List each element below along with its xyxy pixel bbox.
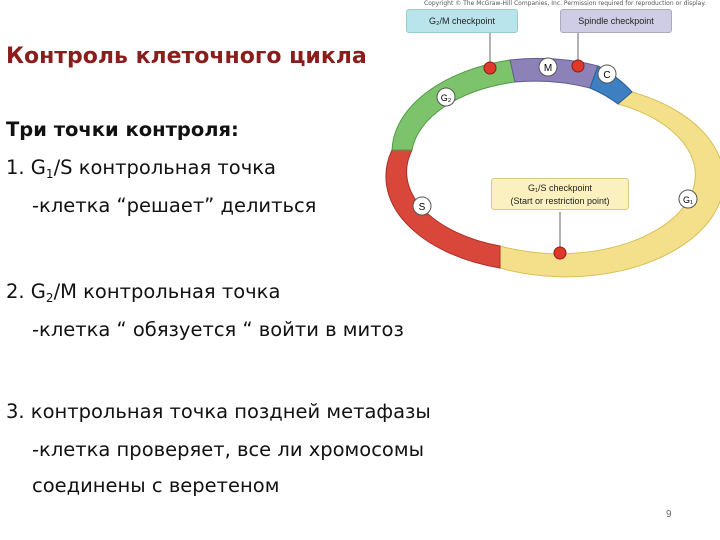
phase-s-badge (412, 196, 432, 216)
phase-m-label: M (544, 63, 552, 74)
phase-g1-label: G₁ (683, 195, 693, 205)
phase-g2-badge (436, 87, 456, 107)
g1s-checkpoint-dot (553, 246, 567, 260)
checkpoint-2-heading: 2. G2/M контрольная точка (6, 280, 280, 305)
checkpoint-2-title: /M контрольная точка (53, 280, 281, 303)
phase-m-badge (538, 57, 558, 77)
g1s-checkpoint-title: G₁/S checkpoint (527, 183, 593, 193)
spindle-checkpoint-dot (571, 59, 585, 73)
g2m-checkpoint-dot (483, 61, 497, 75)
phase-g1-badge (678, 189, 698, 209)
checkpoint-3-description-line1: -клетка проверяет, все ли хромосомы (32, 438, 424, 461)
spindle-checkpoint-label: Spindle checkpoint (560, 9, 672, 33)
phase-g2-label: G₂ (441, 93, 452, 103)
g1s-checkpoint-label: G₁/S checkpoint (Start or restriction po… (491, 178, 629, 210)
slide-title: Контроль клеточного цикла (6, 44, 367, 69)
checkpoint-2-description: -клетка “ обязуется “ войти в митоз (32, 318, 404, 341)
checkpoint-1-heading: 1. G1/S контрольная точка (6, 156, 276, 181)
checkpoint-2-prefix: 2. G (6, 280, 46, 303)
page-number: 9 (666, 509, 672, 520)
checkpoint-3-description-line2: соединены с веретеном (32, 474, 280, 497)
copyright-notice: Copyright © The McGraw-Hill Companies, I… (424, 0, 706, 7)
checkpoint-3-heading: 3. контрольная точка поздней метафазы (6, 400, 431, 423)
checkpoint-1-prefix: 1. G (6, 156, 46, 179)
checkpoint-1-subscript: 1 (45, 167, 54, 181)
phase-s-label: S (419, 202, 426, 213)
s-phase-arc (385, 149, 501, 269)
checkpoint-1-title: /S контрольная точка (53, 156, 276, 179)
checkpoint-2-subscript: 2 (45, 291, 54, 305)
g2-phase-arc (391, 59, 516, 151)
g2m-checkpoint-label: G₂/M checkpoint (406, 9, 518, 33)
g1s-checkpoint-subtitle: (Start or restriction point) (510, 196, 610, 206)
cell-cycle-diagram: M C G₂ S G₁ (385, 32, 720, 278)
phase-c-badge (597, 64, 617, 84)
checkpoint-1-description: -клетка “решает” делиться (32, 194, 317, 217)
checkpoints-intro: Три точки контроля: (6, 118, 239, 141)
phase-c-label: C (603, 70, 610, 81)
